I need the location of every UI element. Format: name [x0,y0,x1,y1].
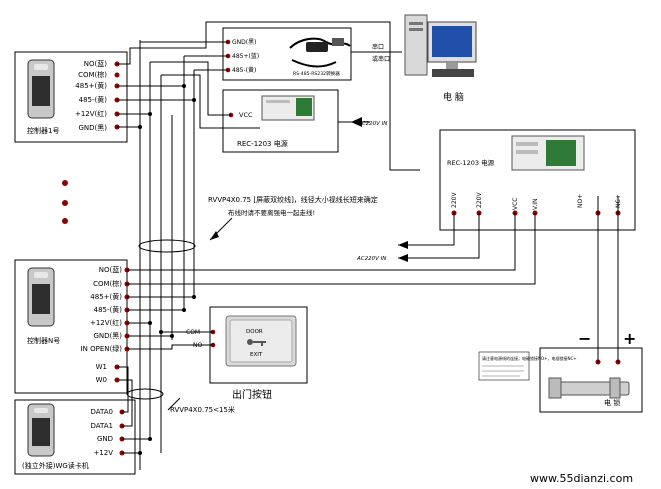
terminal-label: 485-(黄) [94,305,123,314]
exit-button-label: 出门按钮 [232,388,272,401]
terminal-label: 485-(黄) [79,95,108,104]
terminal-label: +12V(红) [75,109,107,118]
cable-note-reader: RVVP4X0.75<15米 [170,405,235,414]
power-large-label: REC-1203 电源 [447,158,495,167]
terminal-label: 485+(黄) [90,292,122,301]
pc-port-label: 串口 [372,43,384,51]
controller-top: 控制器1号 NO(蓝) COM(棕) 485+(黄) 485-(黄) +12V(… [14,51,128,143]
lock-plus-sign: + [623,329,636,348]
electric-lock: 电 锁 − + [539,329,643,413]
pc-label: 电 脑 [443,91,464,103]
power-supply-icon [511,135,585,171]
terminal-label: 485+(蓝) [232,52,259,60]
exit-button-face-icon [225,315,297,367]
card-reader-icon [27,59,55,119]
power-supply-small: VCC REC-1203 电源 [222,89,339,153]
ac-input-label: AC220V IN [357,121,387,127]
rs485-converter: GND(黑) 485+(蓝) 485-(黄) RS-485-RS232转换器 [222,27,352,81]
terminal-label: NO(蓝) [99,265,122,274]
ellipsis-dots [62,180,68,224]
lock-note: 请注意电源线的连接，电磁锁接NO+，电插锁接NC+ [478,351,577,381]
terminal-label: 220V [476,192,483,208]
terminal-label: W0 [96,376,107,384]
wg-reader: (独立外接)WG读卡机 DATA0 DATA1 GND +12V [14,399,136,475]
controller-bottom: 控制器N号 NO(蓝) COM(棕) 485+(黄) 485-(黄) +12V(… [14,259,130,394]
converter-cable-icon [289,37,351,68]
power-supply-large: REC-1203 电源 220V 220V VCC V.IN NO+ NC+ [439,129,636,231]
watermark: www.55dianzi.com [530,472,633,485]
terminal-label: VCC [239,111,253,119]
pc-port-label: 或串口 [372,55,390,63]
terminal-label: W1 [96,363,107,371]
terminal-label: V.IN [532,199,539,211]
terminal-label: GND [97,435,113,443]
computer-icon [404,14,477,77]
power-supply-icon [261,95,315,121]
terminal-label: IN OPEN(绿) [81,344,123,353]
pc: 串口 或串口 电 脑 [372,14,477,103]
terminal-label: +12V [93,449,113,457]
exit-button-face-text: DOOR [246,329,263,335]
terminal-label: 485+(黄) [75,81,107,90]
wg-reader-label: (独立外接)WG读卡机 [22,461,89,470]
terminal-label: 485-(黄) [232,66,256,74]
lock-minus-sign: − [578,329,591,348]
card-reader-icon [27,403,55,457]
exit-button: COM NO DOOR EXIT 出门按钮 [186,306,308,401]
controller-top-label: 控制器1号 [27,126,59,135]
terminal-label: GND(黑) [93,332,122,340]
exit-button-face-text: EXIT [250,352,263,358]
terminal-label: DATA0 [91,408,114,416]
card-reader-icon [27,267,55,327]
lock-note-text: 请注意电源线的连接，电磁锁接NO+，电插锁接NC+ [482,355,577,361]
terminal-label: VCC [512,198,519,210]
lock-icon [548,377,630,399]
terminal-label: GND(黑) [78,124,107,132]
terminal-label: 220V [451,192,458,208]
terminal-label: NO(蓝) [84,59,107,68]
cable-note-sub: 布线时请不要离强电一起走线! [228,208,315,217]
lock-label: 电 锁 [604,398,620,407]
terminal-label: DATA1 [91,422,114,430]
terminal-label: COM(棕) [78,70,107,79]
wire-junctions [138,84,196,455]
cable-note-main: RVVP4X0.75 [屏蔽双绞线]，线径大小视线长短来确定 [208,195,378,204]
converter-label: RS-485-RS232转换器 [293,70,340,77]
arrow-icon [210,117,408,262]
ac-input-label: AC220V IN [356,256,386,262]
terminal-label: COM(棕) [93,279,122,288]
terminal-label: NO+ [577,194,584,208]
terminal-label: GND(黑) [232,39,256,46]
power-small-label: REC-1203 电源 [237,139,288,148]
terminal-label: +12V(红) [90,318,122,327]
wires [117,21,619,470]
controller-bottom-label: 控制器N号 [27,336,60,345]
